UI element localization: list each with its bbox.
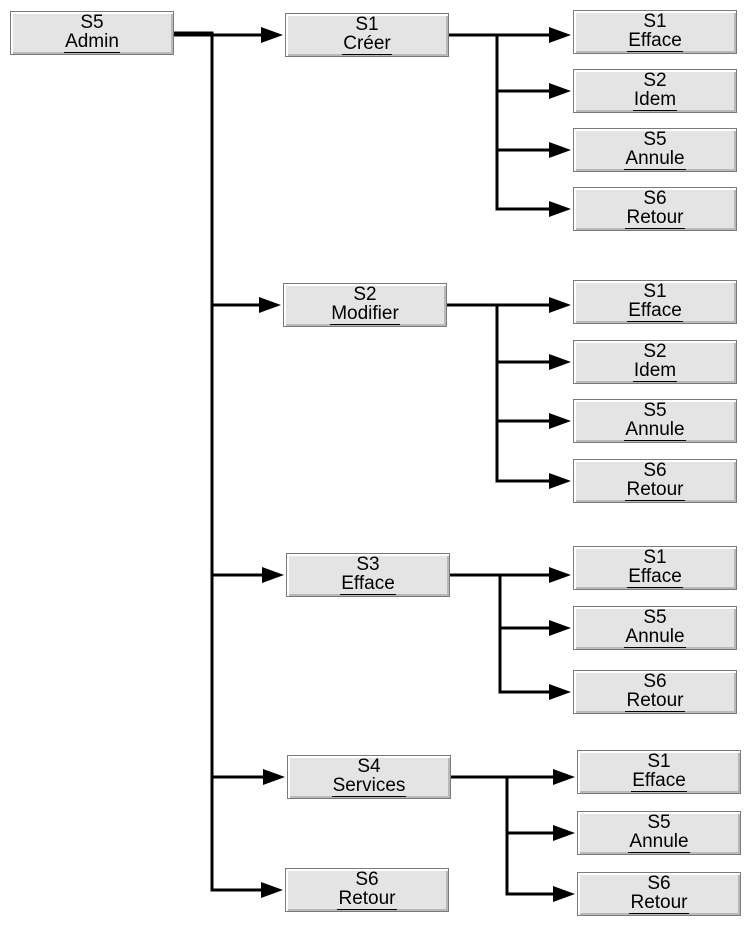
menu-modifier-option-idem-label: Idem (632, 359, 678, 382)
menu-modifier-code: S2 (353, 283, 377, 305)
menu-services-option-retour-label: Retour (629, 891, 689, 914)
arrow-branch-0-child-2-arrowhead (549, 142, 571, 158)
menu-modifier-option-retour-code: S6 (643, 459, 667, 481)
menu-modifier-option-efface-label: Efface (627, 299, 683, 322)
menu-creer-option-efface-code: S1 (643, 10, 667, 32)
menu-services-option-efface-label: Efface (631, 769, 687, 792)
menu-efface-option-annule-label: Annule (624, 625, 686, 648)
menu-creer-option-retour-code: S6 (643, 187, 667, 209)
menu-modifier-option-annule-label: Annule (624, 418, 686, 441)
menu-efface-option-retour-label: Retour (625, 689, 685, 712)
arrow-to-branch-4-arrowhead (261, 882, 283, 898)
arrow-branch-0-child-1-arrowhead (549, 83, 571, 99)
menu-efface-option-annule-code: S5 (643, 606, 667, 628)
arrow-branch-0-child-0-arrowhead (549, 27, 571, 43)
arrow-branch-1-child-3-arrowhead (549, 473, 571, 489)
menu-efface-option-efface-label: Efface (627, 565, 683, 588)
arrow-branch-3-child-2-arrowhead (553, 886, 575, 902)
menu-efface-option-efface-code: S1 (643, 546, 667, 568)
menu-modifier-option-idem-code: S2 (643, 340, 667, 362)
menu-services-option-annule-label: Annule (628, 830, 690, 853)
menu-services-option-retour-code: S6 (647, 872, 671, 894)
menu-services-label: Services (331, 774, 407, 797)
menu-efface-option-retour-code: S6 (643, 670, 667, 692)
menu-modifier-option-retour-label: Retour (625, 478, 685, 501)
menu-creer-option-annule-code: S5 (643, 128, 667, 150)
arrow-branch-1-child-0-arrowhead (549, 297, 571, 313)
menu-services-option-annule-code: S5 (647, 811, 671, 833)
menu-creer-code: S1 (355, 13, 379, 35)
arrow-to-branch-0-arrowhead (261, 27, 283, 43)
menu-services-option-efface-code: S1 (647, 750, 671, 772)
arrow-branch-3-child-1-arrowhead (553, 825, 575, 841)
menu-creer-option-retour-label: Retour (625, 206, 685, 229)
arrow-branch-2-child-0-arrowhead (549, 567, 571, 583)
root-admin-label: Admin (64, 30, 120, 53)
menu-services-code: S4 (357, 755, 381, 777)
arrow-branch-2-child-2-arrowhead (549, 684, 571, 700)
menu-creer-option-idem-code: S2 (643, 69, 667, 91)
root-admin-code: S5 (80, 11, 104, 33)
arrow-to-branch-2-arrowhead (262, 567, 284, 583)
arrow-to-branch-3-arrowhead (263, 769, 285, 785)
menu-efface-code: S3 (356, 553, 380, 575)
menu-creer-label: Créer (342, 32, 392, 55)
menu-modifier-label: Modifier (330, 302, 400, 325)
menu-creer-option-efface-label: Efface (627, 29, 683, 52)
arrow-branch-2-child-1-arrowhead (549, 620, 571, 636)
arrow-branch-1-child-1-arrowhead (549, 354, 571, 370)
menu-creer-option-annule-label: Annule (624, 147, 686, 170)
menu-retour-code: S6 (355, 868, 379, 890)
arrow-branch-0-child-3-arrowhead (549, 201, 571, 217)
menu-creer-option-idem-label: Idem (632, 88, 678, 111)
menu-retour-label: Retour (337, 887, 397, 910)
menu-efface-label: Efface (340, 572, 396, 595)
menu-modifier-option-annule-code: S5 (643, 399, 667, 421)
arrow-branch-1-child-2-arrowhead (549, 413, 571, 429)
arrow-to-branch-1-arrowhead (259, 297, 281, 313)
menu-modifier-option-efface-code: S1 (643, 280, 667, 302)
arrow-branch-3-child-0-arrowhead (553, 769, 575, 785)
